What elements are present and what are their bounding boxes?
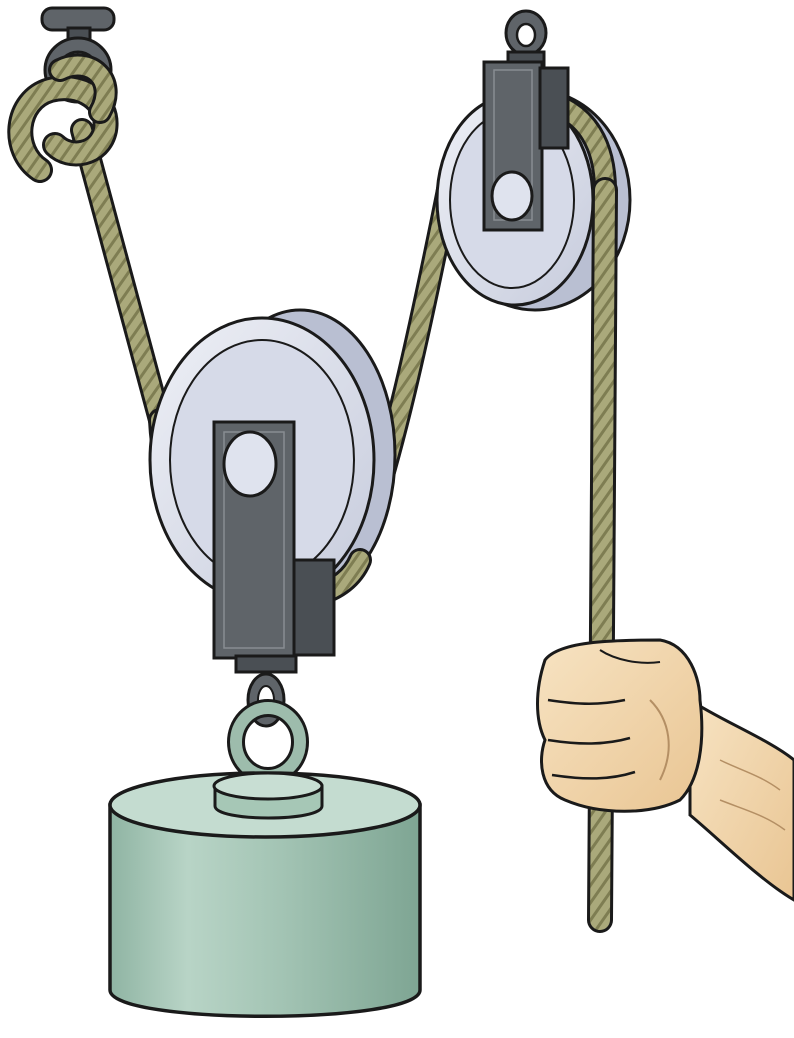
load-weight <box>110 773 420 1016</box>
hand <box>538 640 794 900</box>
rope-left-segment <box>82 130 160 420</box>
rope-knot <box>20 66 105 170</box>
movable-pulley <box>150 310 395 726</box>
